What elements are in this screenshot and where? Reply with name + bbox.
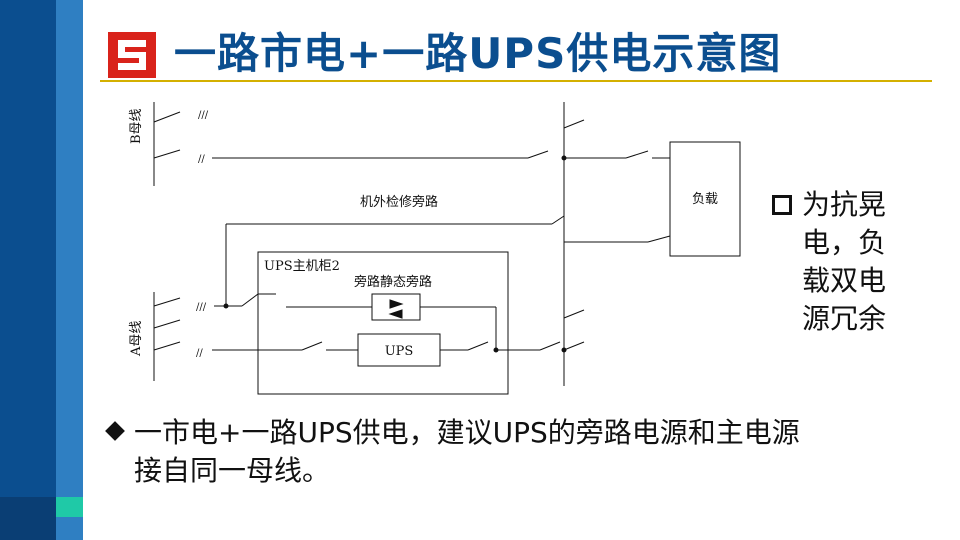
left-decor-accent-teal [56, 497, 83, 517]
left-decor-band-light [56, 0, 83, 540]
side-note: 为抗晃电，负载双电源冗余 [772, 186, 922, 338]
thyristor-icon [389, 299, 404, 309]
ups-cabinet-label: UPS主机柜2 [264, 259, 340, 274]
ups-cabinet-box [257, 251, 509, 395]
ups-label: UPS [385, 344, 414, 359]
load-label: 负载 [692, 192, 718, 207]
left-decor-accent-dark [0, 497, 56, 540]
bus-a-switch-1 [153, 297, 181, 307]
bullet-text-line2: 接自同一母线。 [134, 454, 331, 487]
bus-a-label: A母线 [129, 321, 144, 357]
thyristor-icon [388, 309, 403, 319]
branch-switch [563, 119, 585, 129]
ups-input-switch [301, 341, 323, 351]
load-box [669, 141, 741, 257]
bus-a-switch-2 [153, 319, 181, 329]
bullet-point: 一市电+一路UPS供电，建议UPS的旁路电源和主电源 接自同一母线。 [102, 414, 902, 490]
fuse-mark: /// [196, 302, 207, 313]
diamond-bullet-icon [105, 421, 125, 441]
ups-output-switch [467, 341, 489, 351]
fuse-mark: // [198, 154, 205, 165]
a-to-load-switch [647, 235, 671, 243]
fuse-mark: // [196, 348, 203, 359]
bus-b-label: B母线 [129, 108, 144, 144]
logo-s-glyph-icon [118, 40, 146, 70]
bus-a-switch [241, 293, 259, 307]
title-underline [100, 80, 932, 82]
ups-to-bus-switch [539, 341, 561, 351]
bullet-text-line1: 一市电+一路UPS供电，建议UPS的旁路电源和主电源 [134, 416, 800, 449]
external-bypass-label: 机外检修旁路 [360, 194, 438, 210]
left-decor-band [0, 0, 56, 540]
bus-b-switch [153, 149, 181, 159]
branch-switch [563, 309, 585, 319]
bus-b-breaker [527, 150, 549, 159]
junction-dot [223, 303, 229, 309]
ext-bypass-switch [551, 215, 565, 225]
branch-switch [563, 341, 585, 351]
fuse-mark: /// [198, 110, 209, 121]
slide-title: 一路市电+一路UPS供电示意图 [174, 29, 782, 78]
checkbox-bullet-icon [772, 195, 792, 215]
branch-switch [625, 150, 649, 159]
power-supply-diagram: /// // /// [96, 96, 756, 410]
bus-a-switch-3 [153, 341, 181, 351]
side-note-text: 为抗晃电，负载双电源冗余 [802, 188, 887, 335]
company-logo [108, 32, 156, 78]
bus-b-feeder-1 [153, 111, 181, 123]
static-bypass-label: 旁路静态旁路 [354, 274, 432, 290]
